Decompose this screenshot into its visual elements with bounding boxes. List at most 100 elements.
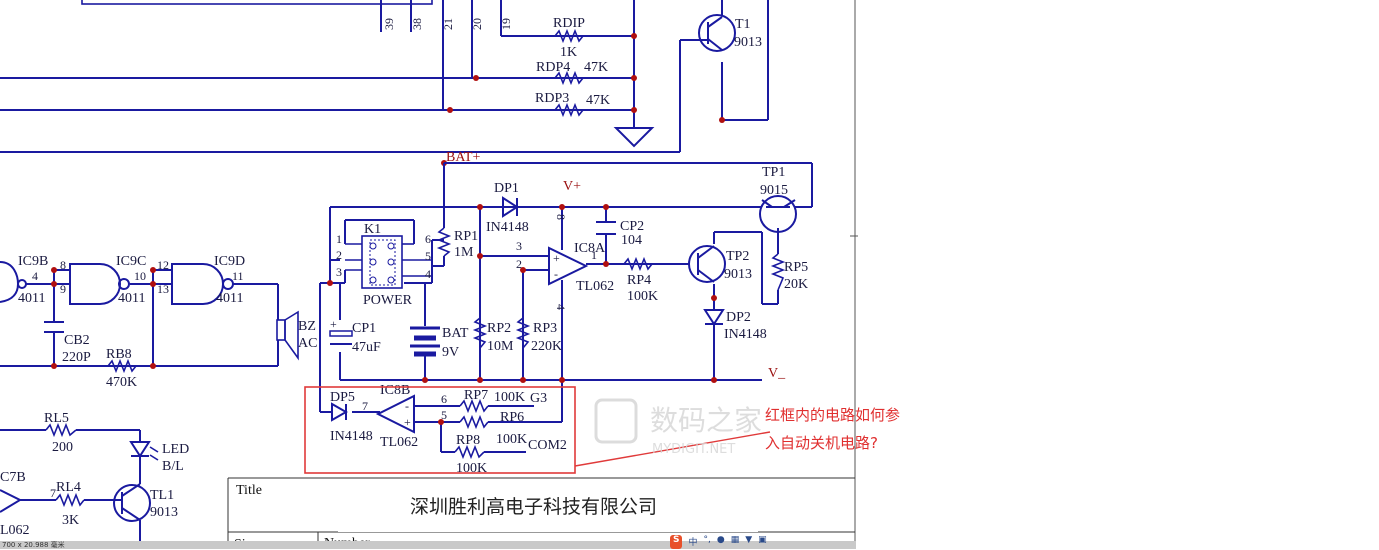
ime-chinese-mode-icon[interactable]: 中 <box>688 538 698 548</box>
top-bus-wires <box>0 0 769 153</box>
l062-label: L062 <box>0 523 30 538</box>
ic8a-pin2: 2 <box>516 257 522 271</box>
power-label: POWER <box>363 293 413 308</box>
cp1-plus: + <box>330 317 337 331</box>
t1-value: 9013 <box>734 35 762 50</box>
annotation-line-1: 红框内的电路如何参 <box>765 406 900 424</box>
vplus-label: V+ <box>563 179 581 194</box>
cp2-label: CP2 <box>620 219 644 234</box>
resistor-rdp4 <box>554 70 584 86</box>
skin-icon[interactable]: ▼ <box>745 535 753 545</box>
junction-dots-ic8b <box>438 377 565 425</box>
pin-39-label: 39 <box>382 18 396 30</box>
rp1-value: 1M <box>454 245 474 260</box>
rp3-value: 220K <box>531 339 562 354</box>
ime-toolbar[interactable]: S 中 °, ● ▦ ▼ ▣ <box>670 535 767 549</box>
annotation-pointer <box>574 431 771 467</box>
ic9b-output-bubble <box>17 279 27 289</box>
pin-21-label: 21 <box>441 18 455 30</box>
battery-bat <box>410 326 440 357</box>
rp2-label: RP2 <box>487 321 511 336</box>
dp1-value: IN4148 <box>486 220 529 235</box>
highlight-box <box>304 386 576 474</box>
transistor-tp2 <box>688 245 726 283</box>
led-diode <box>129 441 159 461</box>
sogou-logo-icon[interactable]: S <box>670 535 683 549</box>
rdip-value: 1K <box>560 45 577 60</box>
tp2-label: TP2 <box>726 249 749 264</box>
capacitor-cp1 <box>329 330 353 345</box>
ic8b-plus: + <box>404 415 411 429</box>
microphone-icon[interactable]: ● <box>716 535 725 545</box>
ic9c-label: IC9C <box>116 254 146 269</box>
ic9c-pin8: 8 <box>60 258 66 272</box>
rdp4-value: 47K <box>584 60 608 75</box>
dp2-label: DP2 <box>726 310 751 325</box>
rp6-label: RP6 <box>500 410 524 425</box>
watermark-sub: MYDIGIT.NET <box>652 442 735 457</box>
tp2-value: 9013 <box>724 267 752 282</box>
pin-19-label: 19 <box>499 18 513 30</box>
ic8b-minus: - <box>405 399 409 413</box>
capacitor-cb2 <box>44 321 64 340</box>
bat-plus-label: BAT+ <box>446 150 480 165</box>
k1-pin4: 4 <box>425 267 431 281</box>
title-block-company: 深圳胜利高电子科技有限公司 <box>410 496 657 518</box>
rdip-label: RDIP <box>553 16 585 31</box>
rb8-value: 470K <box>106 375 137 390</box>
opamp-ic8b <box>375 394 415 434</box>
led-value: B/L <box>162 459 184 474</box>
tl1-value: 9013 <box>150 505 178 520</box>
ime-punctuation-icon[interactable]: °, <box>703 535 711 545</box>
toolbox-icon[interactable]: ▣ <box>758 535 767 545</box>
diode-dp2 <box>703 309 725 326</box>
rp5-label: RP5 <box>784 260 808 275</box>
ic8a-pin3: 3 <box>516 239 522 253</box>
resistor-rp1 <box>436 227 452 257</box>
ic8a-type: TL062 <box>576 279 614 294</box>
resistor-rp4 <box>623 256 653 272</box>
diode-dp5 <box>331 402 349 422</box>
rdp4-label: RDP4 <box>536 60 570 75</box>
transistor-tp1 <box>759 195 797 233</box>
junction-dots-power <box>327 204 717 383</box>
keyboard-icon[interactable]: ▦ <box>730 535 740 545</box>
t1-label: T1 <box>735 17 751 32</box>
annotation-line-2: 入自动关机电路? <box>765 434 878 452</box>
cp1-value: 47uF <box>352 340 381 355</box>
rp5-value: 20K <box>784 277 808 292</box>
tp1-value: 9015 <box>760 183 788 198</box>
ic9c-value: 4011 <box>118 291 145 306</box>
ic8b-pin6: 6 <box>441 392 447 406</box>
watermark-main: 数码之家 <box>650 404 762 437</box>
dp5-label: DP5 <box>330 390 355 405</box>
resistor-rb8 <box>107 358 137 374</box>
ic9d-pin13: 13 <box>157 282 169 296</box>
status-bar <box>0 541 856 549</box>
ic8a-pin1: 1 <box>591 248 597 262</box>
bat-value: 9V <box>442 345 459 360</box>
rl4-label: RL4 <box>56 480 81 495</box>
ic8b-type: TL062 <box>380 435 418 450</box>
rp7-value: 100K <box>494 390 525 405</box>
rp3-label: RP3 <box>533 321 557 336</box>
rl4-value: 3K <box>62 513 79 528</box>
title-block-title-label: Title <box>236 483 262 498</box>
resistor-rp2 <box>472 317 488 349</box>
k1-pin6: 6 <box>425 232 431 246</box>
rl5-value: 200 <box>52 440 73 455</box>
vminus-label: V_ <box>768 366 786 381</box>
ic8b-label: IC8B <box>380 383 410 398</box>
dp2-value: IN4148 <box>724 327 767 342</box>
rdp3-value: 47K <box>586 93 610 108</box>
rb8-label: RB8 <box>106 347 132 362</box>
dp1-label: DP1 <box>494 181 519 196</box>
k1-pin1: 1 <box>336 232 342 246</box>
diode-dp1 <box>502 196 519 218</box>
ic9d-pin11: 11 <box>232 269 244 283</box>
k1-label: K1 <box>364 222 381 237</box>
status-coordinates: 700 x 20.988 毫米 <box>2 541 65 549</box>
title-block <box>227 477 855 549</box>
rp1-label: RP1 <box>454 229 478 244</box>
